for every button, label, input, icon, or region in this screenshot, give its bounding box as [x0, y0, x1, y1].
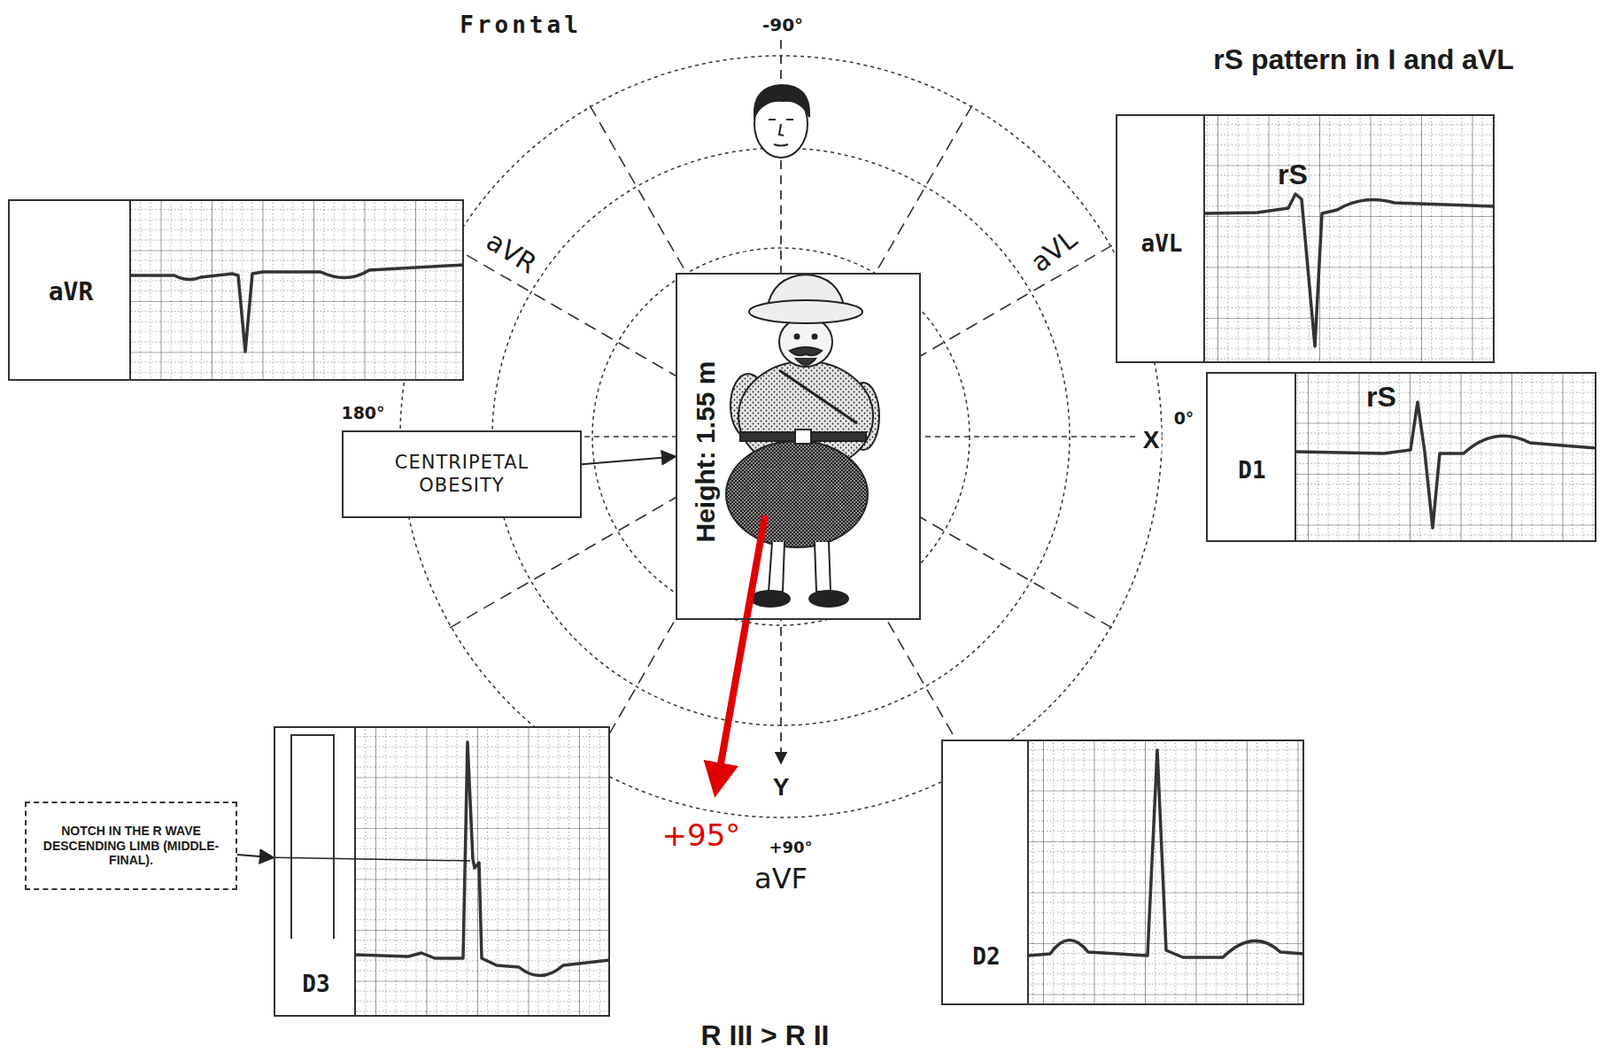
- callout-box: NOTCH IN THE R WAVE DESCENDING LIMB (MID…: [24, 801, 238, 890]
- callout-arrow: [237, 854, 274, 858]
- panel-divider: [1203, 114, 1206, 364]
- ecg-strip: aVR: [7, 199, 464, 381]
- shoe: [750, 590, 790, 607]
- ecg-strip-avl: [1115, 114, 1495, 364]
- ecg-strip: D1 rS: [1205, 371, 1597, 542]
- pattern-note: rS: [1366, 379, 1397, 414]
- strip-grid: [1204, 114, 1495, 364]
- man-head: [779, 316, 833, 367]
- lead-name: aVR: [48, 277, 94, 308]
- panel-divider: [1027, 739, 1029, 1005]
- strip-grid: [130, 199, 464, 381]
- leader-line: [275, 857, 471, 861]
- strip-ground: [273, 726, 611, 1017]
- axis-angle: +95°: [660, 819, 743, 852]
- strap: [779, 370, 858, 424]
- callout-text: NOTCH IN THE R WAVE DESCENDING LIMB (MID…: [36, 823, 226, 868]
- strip-ground: [1205, 371, 1597, 542]
- eye: [812, 334, 818, 340]
- ecg-strip: D2: [941, 739, 1305, 1005]
- inner-circle: [592, 247, 970, 626]
- head-icon: [754, 85, 810, 158]
- strip-ground: [1115, 114, 1495, 364]
- strip-grid: [1295, 371, 1597, 542]
- figure-box: Height: 1.55 m: [675, 272, 921, 620]
- callout-arrow: [581, 456, 676, 464]
- ecg-trace: [1204, 193, 1495, 347]
- strip-grid: [1028, 739, 1305, 1005]
- lead-axis-label: aVR: [479, 224, 544, 280]
- ecg-strip-d1: [1205, 371, 1597, 542]
- ecg-trace: [355, 742, 611, 976]
- hair: [754, 85, 810, 117]
- panel-divider: [1294, 371, 1297, 542]
- axis-letter: Y: [771, 773, 792, 802]
- ecg-strip: D3: [273, 726, 611, 1017]
- calibration-pulse: [291, 734, 334, 939]
- angle-label: 180°: [339, 403, 387, 423]
- strip-grid: [355, 726, 611, 1017]
- lead-name: D2: [972, 942, 1000, 971]
- panel-divider: [354, 726, 356, 1017]
- hat-brim: [749, 300, 863, 324]
- spoke: [443, 241, 697, 388]
- axis-letter: X: [1141, 426, 1162, 455]
- ecg-trace: [1295, 401, 1597, 528]
- lead-name: aVL: [1141, 230, 1183, 258]
- eye: [795, 334, 800, 340]
- ecg-strip-d2: [941, 739, 1305, 1005]
- lead-axis-label: aVF: [752, 863, 810, 895]
- figure-ground: [675, 272, 921, 620]
- ecg-strip-avr: [7, 199, 464, 381]
- plane-title: Frontal: [457, 12, 584, 39]
- face-features: [768, 119, 794, 147]
- legs: [768, 541, 831, 592]
- ecg-trace: [130, 264, 464, 352]
- buckle: [795, 429, 812, 444]
- ecg-trace: [1028, 749, 1305, 958]
- belly-knickers: [726, 440, 868, 548]
- ecg-strip-d3: [273, 726, 611, 1017]
- panel-divider: [129, 199, 132, 381]
- angle-label: 0°: [1172, 409, 1197, 428]
- lead-name: D3: [301, 970, 330, 998]
- mustache-beard: [789, 347, 822, 365]
- ecg-strip: aVL rS: [1115, 114, 1495, 364]
- obese-man: [726, 274, 880, 607]
- strip-ground: [7, 199, 464, 381]
- callout-box: CENTRIPETAL OBESITY: [341, 430, 582, 518]
- callout-text: CENTRIPETAL OBESITY: [378, 451, 547, 496]
- pattern-note: rS: [1277, 157, 1308, 192]
- heading-note: rS pattern in I and aVL: [1211, 44, 1516, 76]
- lead-axis-label: aVL: [1023, 223, 1083, 279]
- strip-ground: [941, 739, 1305, 1005]
- axis-vector: [717, 515, 766, 784]
- height-note: Height: 1.55 m: [689, 360, 722, 542]
- angle-label: +90°: [766, 838, 814, 857]
- comparison-note: R III > R II: [699, 1020, 832, 1052]
- lead-name: D1: [1237, 456, 1266, 485]
- shoe: [809, 590, 849, 607]
- angle-label: -90°: [760, 15, 805, 35]
